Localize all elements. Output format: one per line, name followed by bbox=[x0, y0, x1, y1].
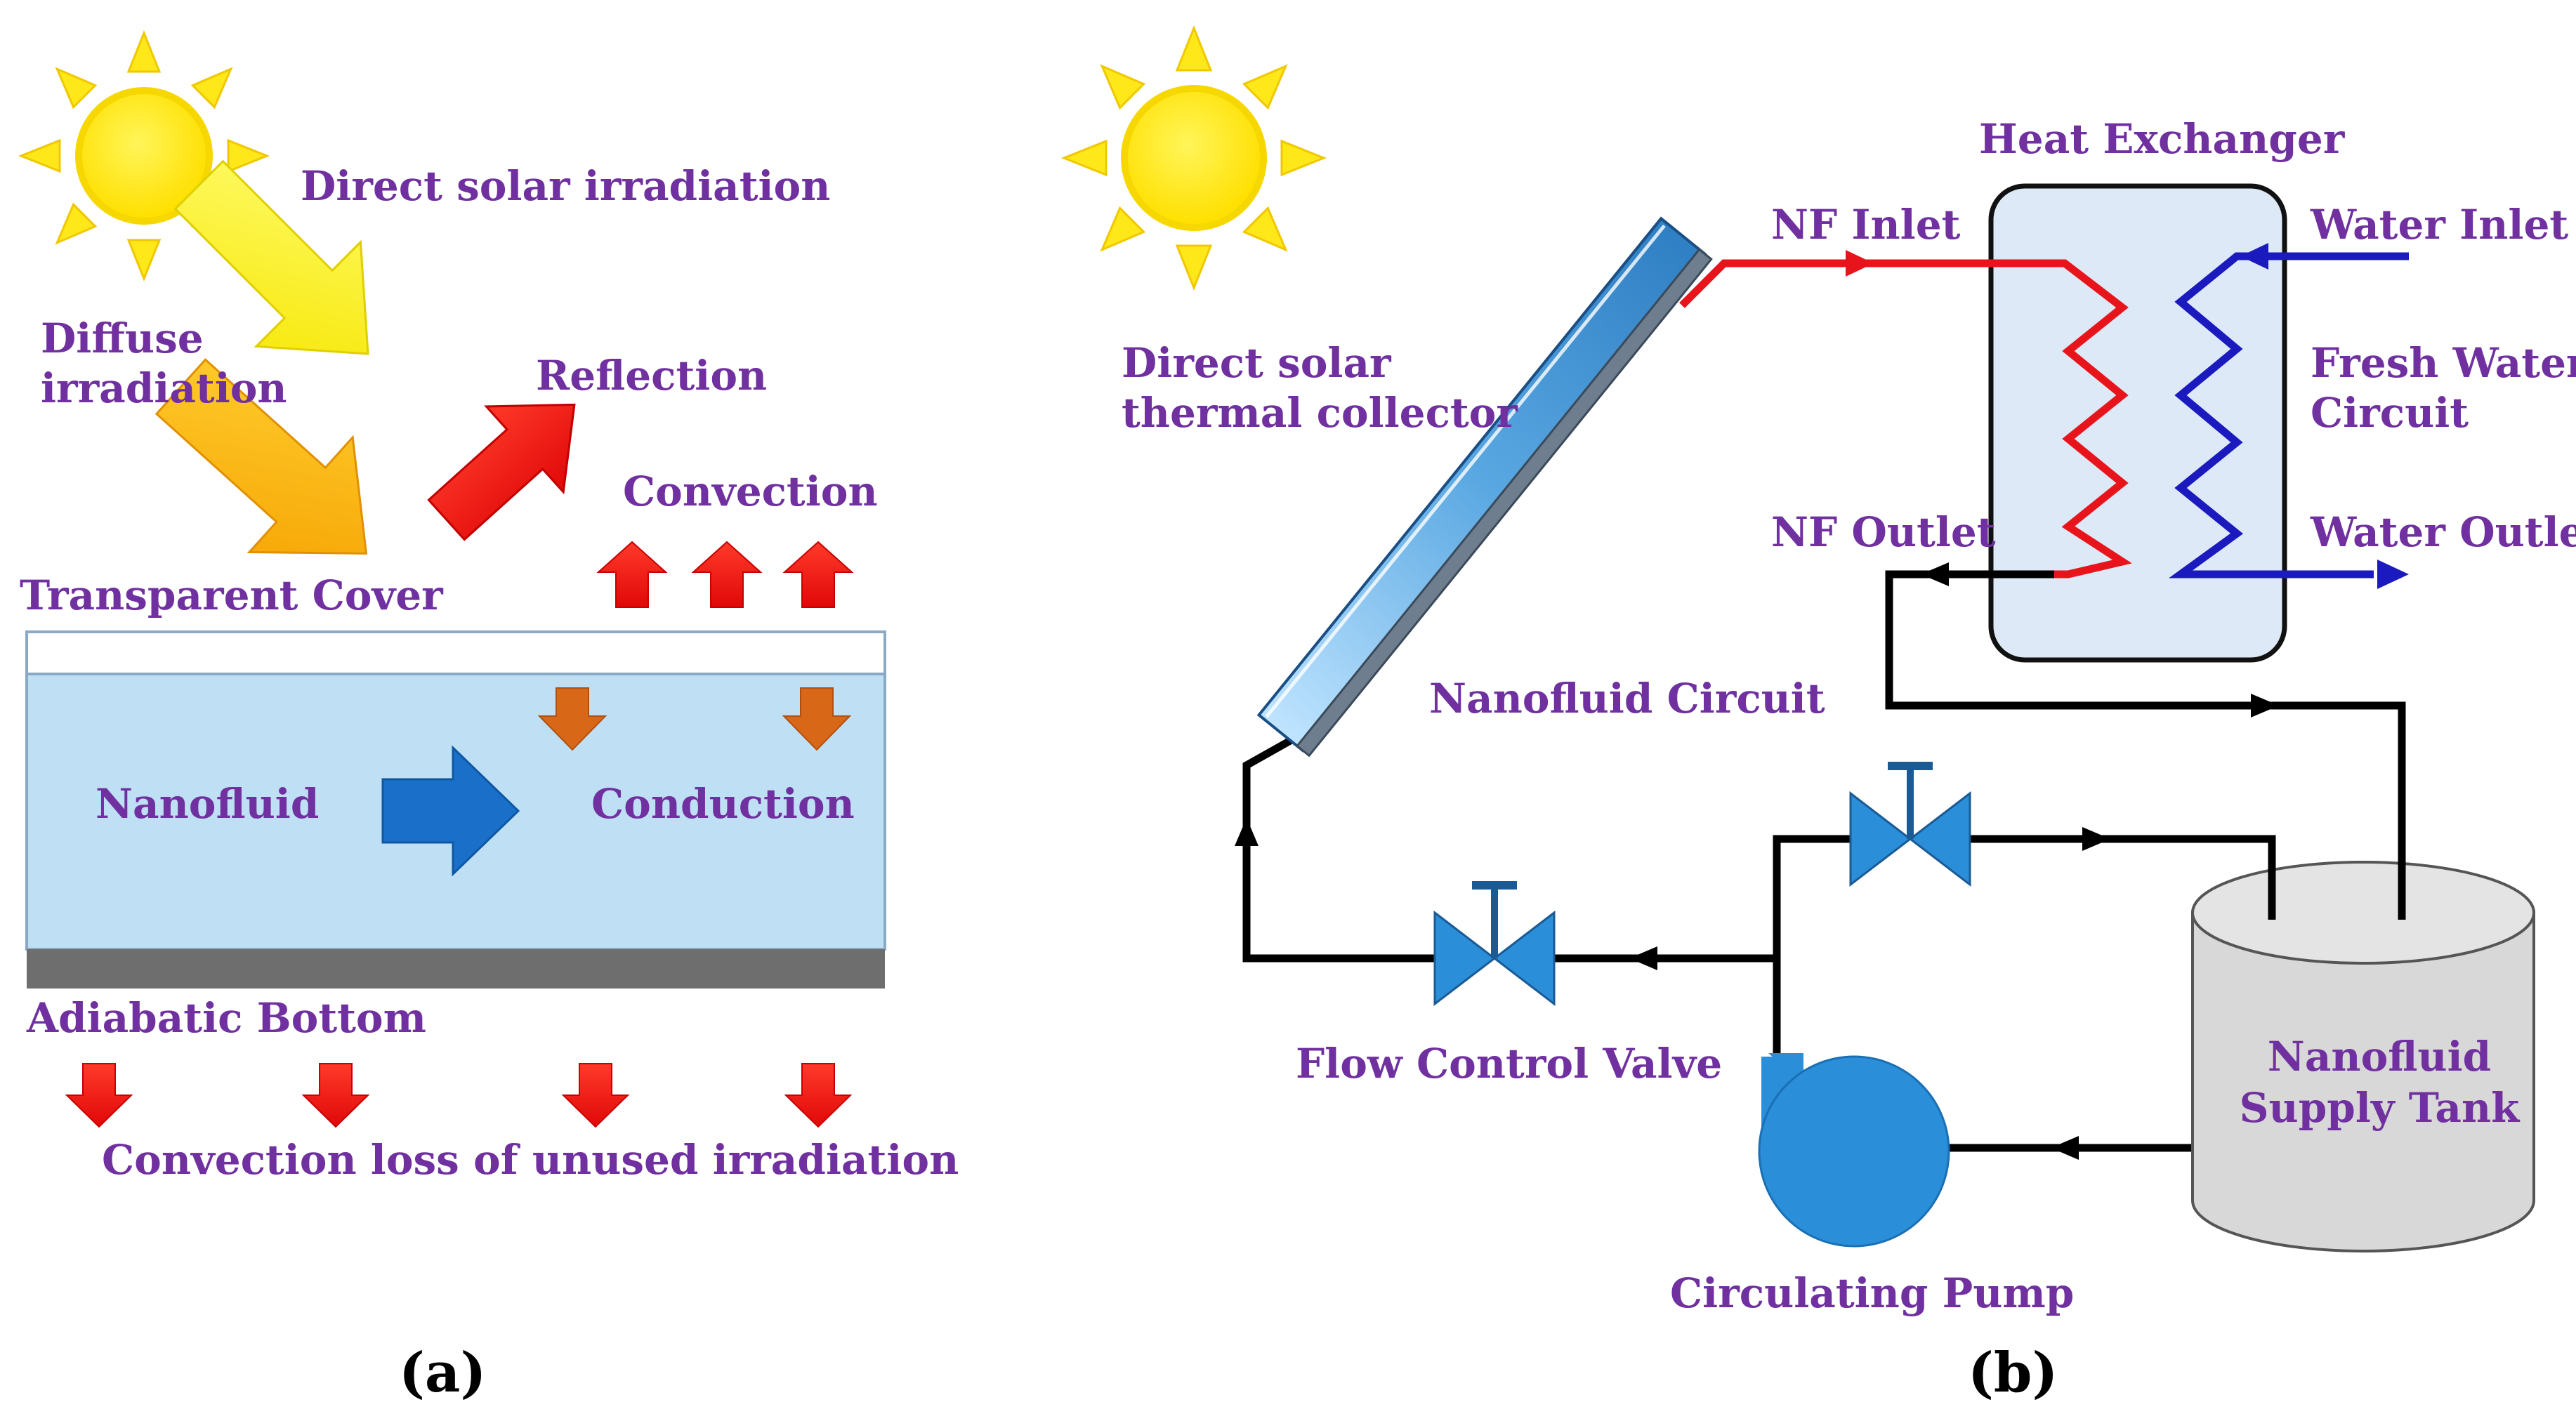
loss-arrow-4 bbox=[784, 1063, 853, 1128]
convection-label: Convection bbox=[623, 468, 878, 515]
diffuse-label-line1: Diffuse bbox=[41, 315, 204, 362]
fresh-water-label-line1: Fresh Water bbox=[2311, 339, 2576, 387]
convection-arrow-1 bbox=[596, 541, 668, 608]
nf-inlet-line bbox=[1679, 259, 2132, 579]
water-line bbox=[2169, 252, 2409, 579]
water-inlet-arrowhead bbox=[2240, 243, 2268, 270]
sun-icon-b bbox=[1060, 25, 1327, 291]
nanofluid-supply-tank bbox=[2191, 861, 2535, 1252]
adiabatic-bottom-layer bbox=[27, 949, 885, 989]
flow-arrowheads bbox=[1235, 562, 2279, 1160]
flow-arrow bbox=[381, 745, 520, 877]
reflection-label: Reflection bbox=[536, 352, 767, 399]
heat-exchanger-label: Heat Exchanger bbox=[1979, 115, 2346, 163]
arrowhead-right-return bbox=[2251, 694, 2279, 718]
loss-arrow-1 bbox=[65, 1063, 133, 1128]
loss-arrow-2 bbox=[301, 1063, 370, 1128]
conduction-label: Conduction bbox=[591, 780, 855, 828]
water-inlet-label: Water Inlet bbox=[2310, 201, 2568, 249]
direct-solar-irradiation-label: Direct solar irradiation bbox=[301, 162, 830, 210]
diffuse-label-line2: irradiation bbox=[41, 364, 287, 412]
transparent-cover bbox=[25, 630, 886, 675]
tank-label-line2: Supply Tank bbox=[2240, 1084, 2521, 1132]
loss-arrow-3 bbox=[561, 1063, 630, 1128]
nf-inlet-label: NF Inlet bbox=[1771, 201, 1961, 249]
reflection-arrow bbox=[427, 403, 576, 541]
direct-irradiation-arrow bbox=[173, 159, 369, 355]
panel-a-caption: (a) bbox=[399, 1341, 486, 1405]
flat-collector bbox=[25, 630, 886, 989]
arrowhead-left-outlet bbox=[1921, 562, 1949, 586]
arrowhead-left-pump bbox=[2051, 1136, 2079, 1160]
conduction-arrow-1 bbox=[537, 687, 607, 751]
transparent-cover-label: Transparent Cover bbox=[20, 571, 444, 619]
arrowhead-up bbox=[1235, 818, 1259, 846]
water-outlet-label: Water Outlet bbox=[2310, 508, 2576, 556]
pipe-collector-return bbox=[1242, 730, 1443, 963]
arrowhead-left-mid bbox=[1629, 946, 1657, 970]
nf-inlet-arrowhead bbox=[1846, 250, 1874, 277]
panel-b-caption: (b) bbox=[1968, 1341, 2058, 1405]
diffuse-irradiation-arrow bbox=[155, 358, 368, 555]
bypass-valve bbox=[1849, 762, 1971, 887]
hot-coil bbox=[2054, 259, 2132, 579]
solar-collector-tube bbox=[1256, 216, 1713, 758]
nanofluid-label: Nanofluid bbox=[96, 780, 319, 828]
convection-arrows bbox=[596, 541, 854, 608]
convection-loss-label: Convection loss of unused irradiation bbox=[102, 1136, 959, 1184]
convection-arrow-2 bbox=[691, 541, 763, 608]
circulating-pump bbox=[1758, 1053, 1950, 1248]
nanofluid-circuit-label: Nanofluid Circuit bbox=[1429, 675, 1825, 722]
tank-label-line1: Nanofluid bbox=[2268, 1033, 2491, 1080]
water-outlet-arrowhead bbox=[2377, 560, 2409, 589]
conduction-arrows bbox=[537, 687, 852, 751]
heat-exchanger-box bbox=[1988, 183, 2287, 663]
flow-control-valve bbox=[1433, 881, 1556, 1007]
pipe-junction bbox=[1773, 835, 1858, 1060]
collector-label-line1: Direct solar bbox=[1122, 339, 1392, 387]
flow-control-valve-label: Flow Control Valve bbox=[1296, 1040, 1722, 1087]
fresh-water-label-line2: Circuit bbox=[2311, 389, 2469, 437]
convection-arrow-3 bbox=[782, 541, 854, 608]
adiabatic-bottom-label: Adiabatic Bottom bbox=[26, 994, 426, 1042]
circulating-pump-label: Circulating Pump bbox=[1670, 1269, 2074, 1317]
tank-pipes bbox=[2268, 706, 2406, 920]
nf-outlet-label: NF Outlet bbox=[1771, 508, 1996, 556]
sun-icon bbox=[18, 29, 270, 282]
arrowhead-right-bypass bbox=[2082, 827, 2110, 851]
conduction-arrow-2 bbox=[782, 687, 852, 751]
collector-label-line2: thermal collector bbox=[1122, 389, 1518, 437]
convection-loss-arrows bbox=[65, 1063, 853, 1128]
